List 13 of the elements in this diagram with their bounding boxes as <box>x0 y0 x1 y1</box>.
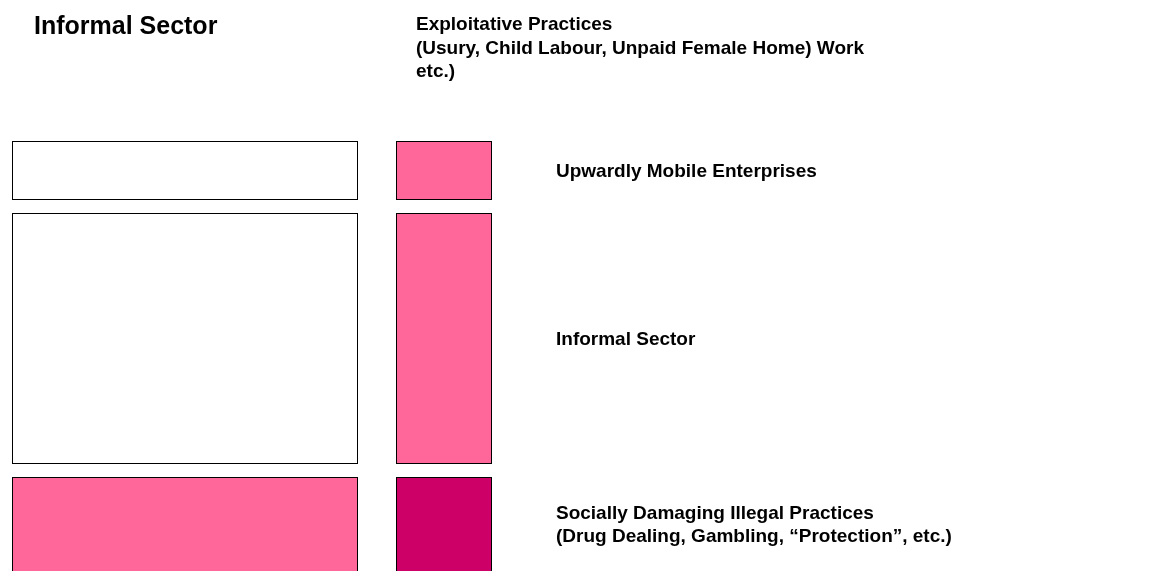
rectangle-block <box>396 477 492 571</box>
side-label: Informal Sector <box>556 327 697 350</box>
side-label: Upwardly Mobile Enterprises <box>556 159 818 182</box>
note-text: Exploitative Practices <box>416 12 614 35</box>
rectangle-block <box>396 141 492 200</box>
rectangle-block <box>12 141 358 200</box>
title: Informal Sector <box>34 10 218 40</box>
rectangle-block <box>396 213 492 464</box>
rectangle-block <box>12 213 358 464</box>
rectangle-block <box>12 477 358 571</box>
side-label: (Drug Dealing, Gambling, “Protection”, etc.) <box>556 524 953 547</box>
note-text: (Usury, Child Labour, Unpaid Female Home) Work etc.) <box>416 36 865 82</box>
side-label: Socially Damaging Illegal Practices <box>556 501 875 524</box>
